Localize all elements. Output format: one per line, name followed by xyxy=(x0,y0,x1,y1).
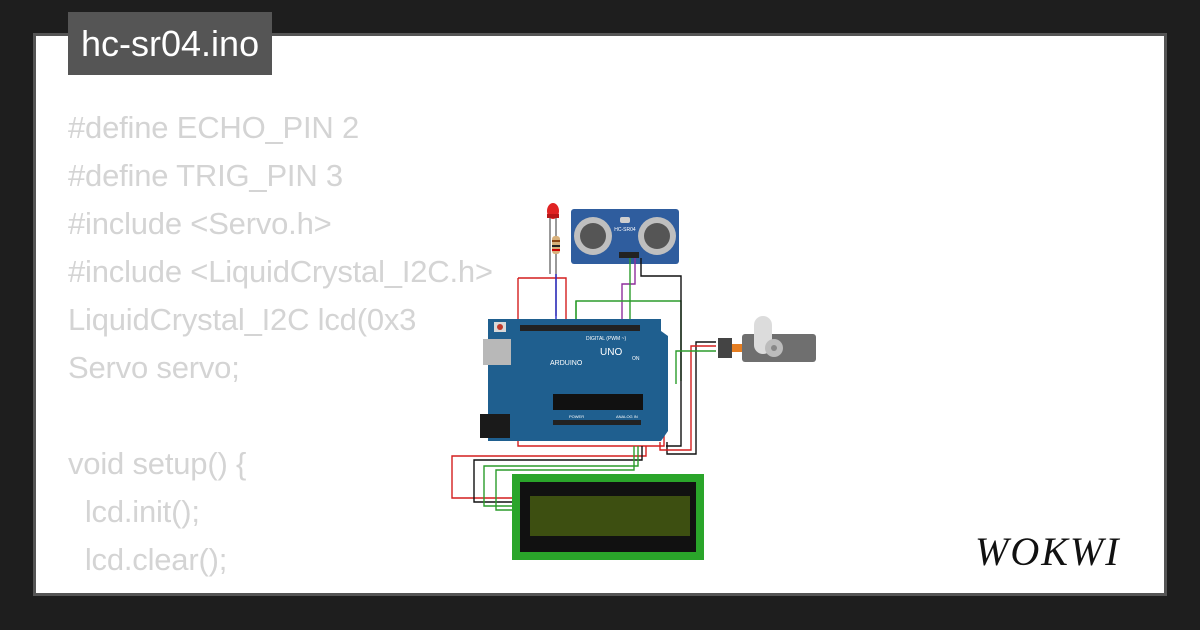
code-line: LiquidCrystal_I2C lcd(0x3 xyxy=(68,302,417,337)
arduino-board: DIGITAL (PWM ~) UNO ARDUINO ON POWER ANA… xyxy=(480,319,668,441)
ultrasonic-sensor: HC-SR04 xyxy=(571,209,679,264)
board-brand-label: ARDUINO xyxy=(550,360,583,367)
lcd-display xyxy=(512,474,704,560)
code-preview: #define ECHO_PIN 2 #define TRIG_PIN 3 #inc… xyxy=(68,104,493,593)
code-line: #include <Servo.h> xyxy=(68,206,332,241)
board-model-label: UNO xyxy=(600,347,622,358)
code-line: #include <LiquidCrystal_I2C.h> xyxy=(68,254,493,289)
board-analog-label: ANALOG IN xyxy=(616,414,638,419)
wires xyxy=(451,258,716,511)
circuit-diagram: HC-SR04 xyxy=(451,203,816,560)
servo-motor xyxy=(718,316,816,362)
board-on-label: ON xyxy=(632,356,640,362)
code-line: lcd.backlight(); xyxy=(68,584,493,593)
board-power-label: POWER xyxy=(569,414,584,419)
filename-tab: hc-sr04.ino xyxy=(68,12,273,75)
code-line: Servo servo; xyxy=(68,350,240,385)
wokwi-logo: WOKWI xyxy=(975,529,1121,574)
code-line: lcd.clear(); xyxy=(68,542,228,577)
resistor xyxy=(552,236,560,254)
code-line xyxy=(68,392,493,440)
code-line: void setup() { xyxy=(68,446,247,481)
code-line: #define TRIG_PIN 3 xyxy=(68,158,343,193)
code-line: #define ECHO_PIN 2 xyxy=(68,110,360,145)
preview-card: #define ECHO_PIN 2 #define TRIG_PIN 3 #inc… xyxy=(33,33,1167,596)
led xyxy=(547,203,559,316)
board-digital-label: DIGITAL (PWM ~) xyxy=(586,336,626,342)
wokwi-logo-text: WOKWI xyxy=(975,529,1121,574)
code-line: lcd.init(); xyxy=(68,494,200,529)
sensor-label: HC-SR04 xyxy=(614,227,636,233)
